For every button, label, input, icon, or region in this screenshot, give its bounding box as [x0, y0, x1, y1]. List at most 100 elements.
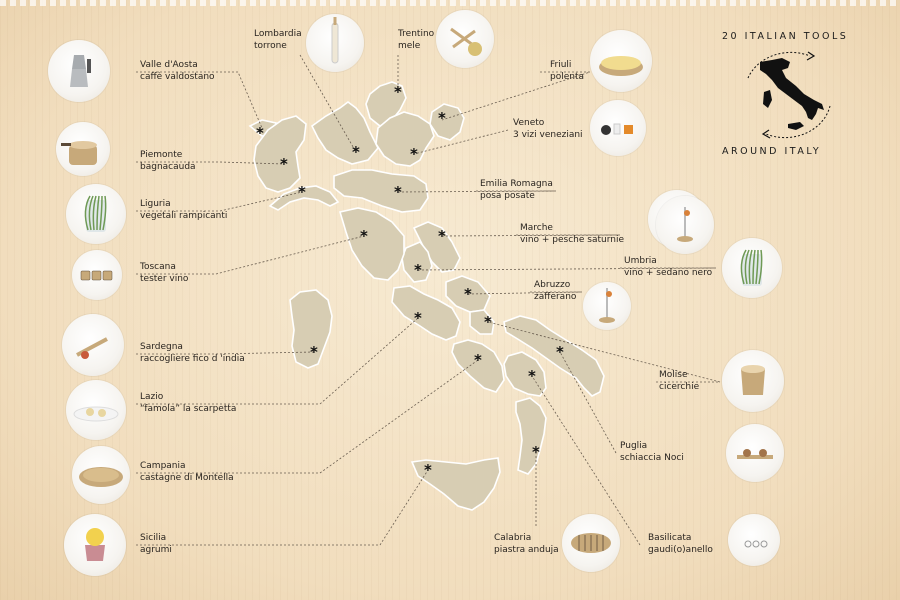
region-label-trentino: Trentino mele — [398, 28, 434, 52]
region-label-puglia: Puglia schiaccia Noci — [620, 440, 684, 464]
tool-name: piastra anduja — [494, 545, 559, 555]
region-shape-piemonte — [253, 115, 307, 193]
tool-name: gaudi(o)anello — [648, 545, 713, 555]
region-marker-friuli: * — [438, 109, 446, 127]
leader-line-friuli — [441, 71, 591, 121]
region-name: Piemonte — [140, 150, 183, 160]
region-name: Toscana — [140, 262, 176, 272]
region-name: Puglia — [620, 441, 648, 451]
chestnut-pan-icon — [72, 446, 130, 504]
region-shape-friuli — [429, 103, 465, 141]
tool-name: 3 vizi veneziani — [513, 130, 583, 140]
region-label-calabria: Calabria piastra anduja — [494, 532, 559, 556]
region-marker-lombardia: * — [352, 143, 360, 161]
tool-name: torrone — [254, 41, 287, 51]
region-marker-toscana: * — [360, 227, 368, 245]
anduja-plate-icon — [562, 514, 620, 572]
region-marker-sardegna: * — [310, 343, 318, 361]
poster-title-bottom: AROUND ITALY — [722, 146, 822, 157]
region-label-lazio: Lazio“famola” la scarpetta — [140, 391, 236, 415]
tool-name: polenta — [550, 72, 585, 82]
region-shape-puglia — [503, 315, 605, 397]
region-label-lombardia: Lombardia torrone — [254, 28, 302, 52]
region-marker-umbria: * — [414, 261, 422, 279]
region-marker-lazio: * — [414, 309, 422, 327]
tool-name: cicerchie — [659, 382, 700, 392]
leader-line-umbria — [417, 267, 717, 271]
moka-pot-icon — [48, 40, 110, 102]
tool-name: raccogliere fico d 'india — [140, 354, 245, 364]
region-label-friuli: Friuli polenta — [550, 59, 584, 83]
region-name: Lombardia — [254, 29, 302, 39]
wine-celery-icon — [722, 238, 782, 298]
leader-line-lombardia — [299, 54, 357, 153]
tool-name: posa posate — [480, 191, 535, 201]
leader-line-sardegna — [136, 351, 315, 355]
leader-line-campania — [136, 359, 479, 474]
region-marker-liguria: * — [298, 183, 306, 201]
region-shape-liguria — [268, 185, 340, 211]
tool-name: vino + pesche saturnie — [520, 235, 625, 245]
region-shape-basilicata — [503, 351, 547, 397]
region-shape-lazio — [391, 285, 461, 341]
region-name: Molise — [659, 370, 688, 380]
tool-name: “famola” la scarpetta — [140, 404, 237, 414]
region-marker-basilicata: * — [528, 367, 536, 385]
region-name: Friuli — [550, 60, 572, 70]
region-marker-valle-d-aosta: * — [256, 124, 264, 142]
region-shape-sardegna — [289, 289, 333, 369]
region-shape-toscana — [338, 207, 405, 281]
leader-line-abruzzo — [467, 291, 583, 295]
region-marker-campania: * — [474, 351, 482, 369]
region-name: Campania — [140, 461, 186, 471]
tool-name: mele — [398, 41, 421, 51]
region-name: Trentino — [398, 29, 435, 39]
tool-name: zafferano — [534, 292, 577, 302]
leader-line-marche — [441, 234, 621, 237]
leader-line-lazio — [136, 317, 419, 405]
region-name: Liguria — [140, 199, 171, 209]
leader-line-basilicata — [531, 375, 641, 546]
region-name: Abruzzo — [534, 280, 571, 290]
region-label-emilia-romagna: Emilia Romagna posa posate — [480, 178, 553, 202]
region-marker-abruzzo: * — [464, 285, 472, 303]
prickly-pear-picker-icon — [62, 314, 124, 376]
tool-name: vino + sedano nero — [624, 268, 713, 278]
region-shape-veneto — [375, 111, 435, 167]
region-label-veneto: Veneto 3 vizi veneziani — [513, 117, 583, 141]
region-marker-emilia-romagna: * — [394, 183, 402, 201]
region-shape-calabria — [515, 397, 547, 475]
region-marker-calabria: * — [532, 443, 540, 461]
scarpetta-plate-icon — [66, 380, 126, 440]
region-label-abruzzo: Abruzzo zafferano — [534, 279, 576, 303]
region-name: Emilia Romagna — [480, 179, 553, 189]
region-name: Valle d'Aosta — [140, 60, 198, 70]
region-label-molise: Molise cicerchie — [659, 369, 699, 393]
region-name: Marche — [520, 223, 553, 233]
leader-line-puglia — [559, 351, 617, 454]
region-name: Calabria — [494, 533, 532, 543]
region-marker-marche: * — [438, 227, 446, 245]
region-marker-piemonte: * — [280, 155, 288, 173]
leader-line-piemonte — [136, 161, 285, 165]
region-shape-sicilia — [410, 457, 501, 511]
region-name: Veneto — [513, 118, 545, 128]
region-marker-molise: * — [484, 313, 492, 331]
region-marker-veneto: * — [410, 145, 418, 163]
climbing-plant-icon — [66, 184, 126, 244]
wine-peach-icon — [656, 196, 714, 254]
apple-tool-icon — [436, 10, 494, 68]
region-marker-trentino: * — [394, 83, 402, 101]
tool-name: schiaccia Noci — [620, 453, 684, 463]
ring-tool-icon — [728, 514, 780, 566]
tool-name: bagnacauda — [140, 162, 196, 172]
tool-name: caffè valdostano — [140, 72, 215, 82]
leader-line-toscana — [136, 235, 365, 275]
region-marker-sicilia: * — [424, 461, 432, 479]
